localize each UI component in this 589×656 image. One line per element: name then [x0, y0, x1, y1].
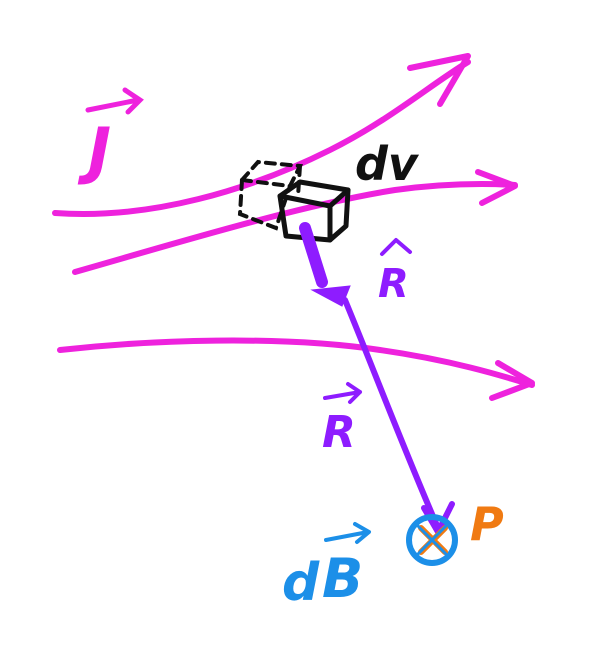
volume-element-label: dv: [355, 137, 420, 191]
current-line-top: [52, 59, 471, 217]
separation-vector-label-arrow: [323, 382, 362, 404]
field-point-marker: [406, 514, 458, 566]
current-line-middle-arrowhead: [475, 169, 518, 206]
unit-vector-shaft: [299, 222, 328, 288]
current-density-symbol: J: [77, 114, 111, 187]
current-lines: [52, 53, 535, 401]
current-line-bottom-arrowhead: [489, 360, 535, 401]
current-line-top-arrowhead: [407, 53, 471, 107]
field-element-label: d B: [282, 522, 371, 613]
field-point-label: P: [470, 497, 504, 551]
separation-vector-shaft: [342, 297, 441, 531]
field-element-d: d: [282, 553, 320, 613]
unit-vector-arrow: [299, 222, 351, 307]
separation-vector-label: R: [322, 382, 362, 458]
unit-vector-head: [310, 285, 351, 307]
unit-vector-symbol: R: [378, 261, 409, 307]
unit-vector-label: R: [378, 238, 412, 307]
into-page-icon: [406, 514, 458, 566]
current-density-label: J: [77, 87, 144, 187]
current-line-bottom: [57, 337, 535, 388]
into-page-cross: [416, 524, 448, 556]
field-element-B: B: [322, 547, 363, 610]
separation-vector-symbol: R: [322, 407, 356, 458]
field-element-vector-arrow: [324, 522, 371, 544]
separation-vector-arrow: [342, 297, 455, 535]
current-density-vector-arrow: [85, 87, 144, 115]
unit-vector-hat: [380, 238, 412, 256]
